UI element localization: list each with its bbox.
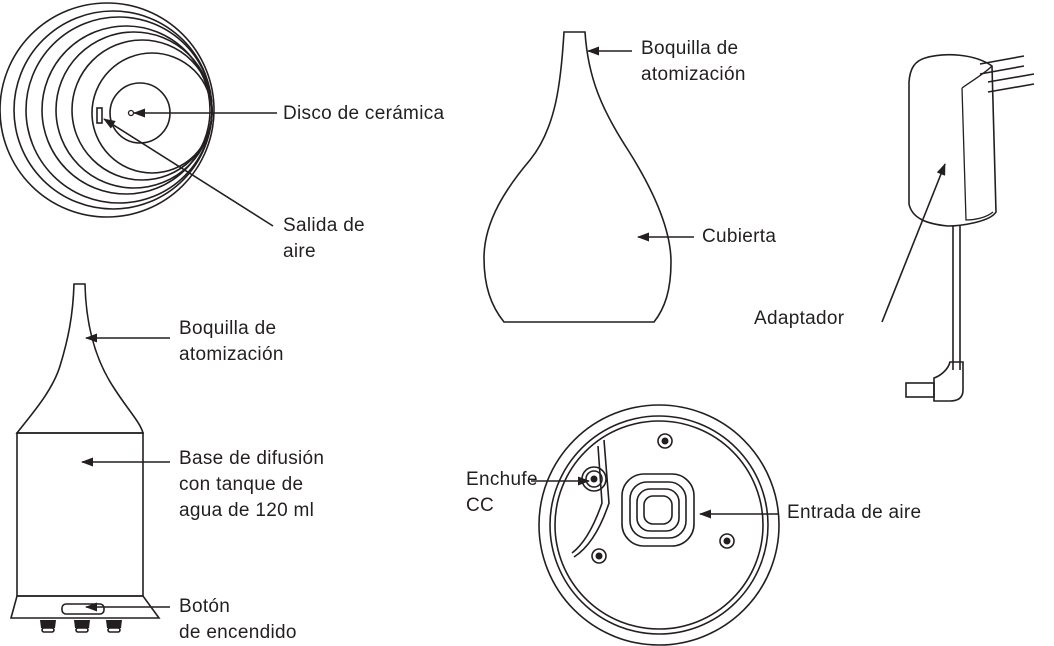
bottom-view-illustration	[538, 404, 780, 646]
air-outlet-shape	[96, 107, 103, 124]
air-outlet-arrow	[103, 118, 274, 227]
air-outlet-label-line1: Salida de	[283, 215, 365, 236]
dc-plug-label-line1: Enchufe	[466, 469, 538, 490]
assembled-diffuser-illustration	[9, 283, 161, 633]
air-inlet-shape	[621, 473, 695, 547]
adapter-label: Adaptador	[754, 308, 845, 329]
nozzle-top-label-line1: Boquilla de	[641, 38, 738, 59]
nozzle-left-label-line1: Boquilla de	[179, 318, 276, 339]
cover-label: Cubierta	[702, 226, 776, 247]
air-outlet-label-line2: aire	[283, 241, 316, 262]
dc-plug-label-line2: CC	[466, 495, 494, 516]
nozzle-left-label-line2: atomización	[179, 344, 284, 365]
cover-illustration	[483, 31, 672, 323]
power-button-label-line1: Botón	[179, 596, 230, 617]
power-button-label-line2: de encendido	[179, 622, 297, 643]
power-button-shape	[61, 603, 105, 615]
adapter-arrow	[881, 163, 946, 323]
nozzle-top-label-line2: atomización	[641, 64, 746, 85]
base-label-line2: con tanque de	[179, 474, 303, 495]
top-view-illustration	[0, 2, 215, 218]
adapter-illustration	[905, 53, 1035, 402]
ceramic-disc-label: Disco de cerámica	[283, 103, 445, 124]
air-inlet-label: Entrada de aire	[787, 502, 921, 523]
base-label-line3: agua de 120 ml	[179, 500, 314, 521]
base-label-line1: Base de difusión	[179, 448, 324, 469]
